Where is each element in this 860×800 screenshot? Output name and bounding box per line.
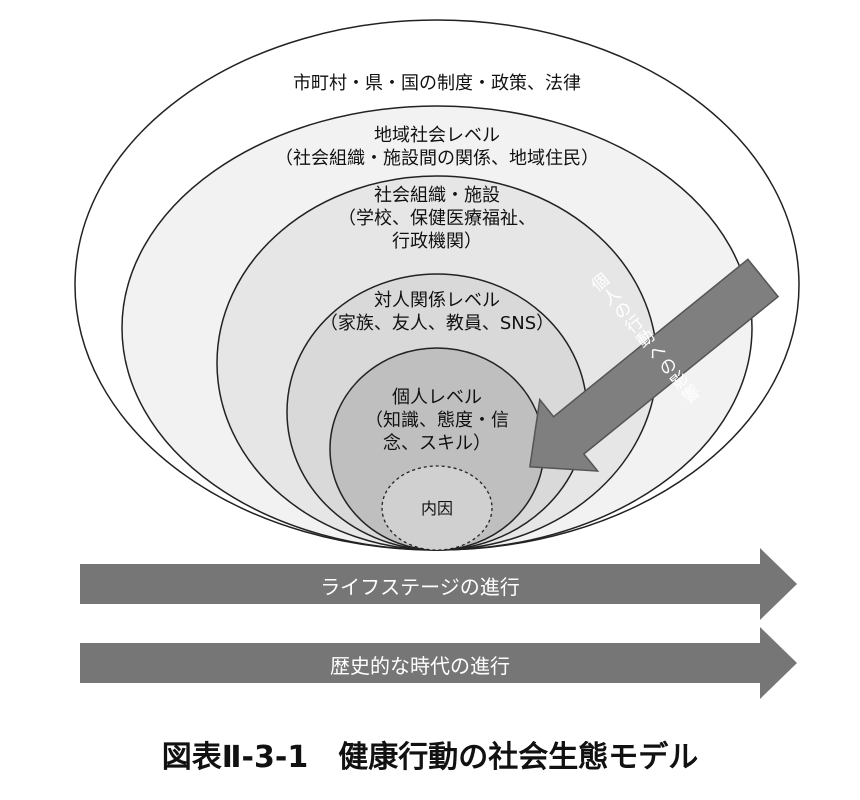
institution-level-title: 社会組織・施設 (374, 185, 500, 206)
community-level-detail: （社会組織・施設間の関係、地域住民） (275, 148, 599, 169)
internal-factor-ellipse (381, 465, 493, 551)
interpersonal-level-title: 対人関係レベル (374, 290, 500, 311)
institution-level-detail-1: （学校、保健医療福祉、 (338, 208, 536, 229)
history-arrow-label: 歴史的な時代の進行 (330, 654, 510, 678)
community-level-title: 地域社会レベル (374, 125, 500, 146)
history-arrow-shape (80, 627, 797, 699)
individual-level-detail-2: 念、スキル） (383, 433, 491, 454)
individual-level-detail-1: （知識、態度・信 (365, 410, 509, 431)
interpersonal-level-detail: （家族、友人、教員、SNS） (319, 313, 555, 334)
internal-factor-label: 内因 (420, 499, 453, 518)
policy-level-label: 市町村・県・国の制度・政策、法律 (293, 73, 581, 94)
life-stage-arrow-shape (80, 548, 797, 620)
institution-level-detail-2: 行政機関） (392, 231, 482, 252)
figure-caption: 図表Ⅱ-3-1 健康行動の社会生態モデル (161, 740, 699, 775)
life-stage-arrow-label: ライフステージの進行 (320, 575, 520, 599)
influence-arrow (528, 258, 780, 472)
individual-level-title: 個人レベル (392, 387, 482, 408)
